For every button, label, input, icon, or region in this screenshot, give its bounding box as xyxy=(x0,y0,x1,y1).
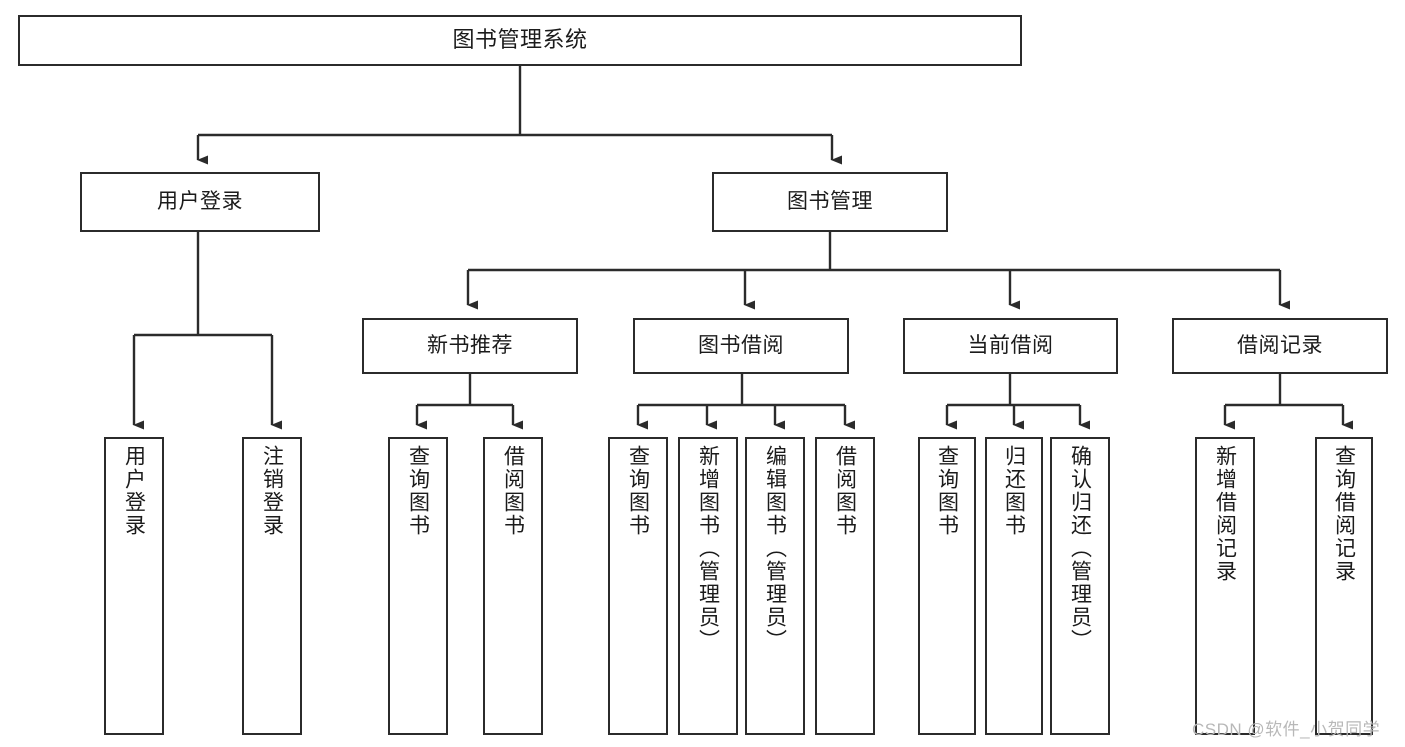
leaf-borrow-query-book[interactable]: 查询图书 xyxy=(608,437,668,735)
node-label: 新增图书（管理员） xyxy=(696,445,720,652)
node-new-book-recommend[interactable]: 新书推荐 xyxy=(362,318,578,374)
node-label: 借阅图书 xyxy=(501,445,525,537)
leaf-borrow-add-book-admin[interactable]: 新增图书（管理员） xyxy=(678,437,738,735)
node-label: 查询图书 xyxy=(406,445,430,537)
node-label: 新书推荐 xyxy=(427,334,513,358)
node-book-management[interactable]: 图书管理 xyxy=(712,172,948,232)
node-label: 借阅记录 xyxy=(1237,334,1323,358)
node-root-system[interactable]: 图书管理系统 xyxy=(18,15,1022,66)
leaf-borrow-borrow-book[interactable]: 借阅图书 xyxy=(815,437,875,735)
node-label: 查询图书 xyxy=(935,445,959,537)
node-label: 编辑图书（管理员） xyxy=(763,445,787,652)
node-label: 图书管理系统 xyxy=(452,27,588,53)
node-label: 确认归还（管理员） xyxy=(1068,445,1092,652)
leaf-borrow-edit-book-admin[interactable]: 编辑图书（管理员） xyxy=(745,437,805,735)
watermark: CSDN @软件_小贺同学 xyxy=(1192,720,1381,739)
node-book-borrow[interactable]: 图书借阅 xyxy=(633,318,849,374)
node-user-login[interactable]: 用户登录 xyxy=(80,172,320,232)
node-current-borrow[interactable]: 当前借阅 xyxy=(903,318,1118,374)
node-label: 归还图书 xyxy=(1002,445,1026,537)
node-label: 注销登录 xyxy=(260,445,284,537)
leaf-record-query-record[interactable]: 查询借阅记录 xyxy=(1315,437,1373,735)
node-label: 图书借阅 xyxy=(698,334,784,358)
leaf-current-query-book[interactable]: 查询图书 xyxy=(918,437,976,735)
node-label: 当前借阅 xyxy=(967,334,1054,358)
node-label: 新增借阅记录 xyxy=(1213,445,1237,583)
node-label: 用户登录 xyxy=(122,445,146,537)
node-label: 用户登录 xyxy=(157,190,243,214)
node-label: 查询图书 xyxy=(626,445,650,537)
node-label: 图书管理 xyxy=(787,190,873,214)
node-label: 借阅图书 xyxy=(833,445,857,537)
leaf-user-logout[interactable]: 注销登录 xyxy=(242,437,302,735)
leaf-current-confirm-return-admin[interactable]: 确认归还（管理员） xyxy=(1050,437,1110,735)
leaf-current-return-book[interactable]: 归还图书 xyxy=(985,437,1043,735)
leaf-record-add-record[interactable]: 新增借阅记录 xyxy=(1195,437,1255,735)
leaf-recommend-query-book[interactable]: 查询图书 xyxy=(388,437,448,735)
node-label: 查询借阅记录 xyxy=(1332,445,1356,583)
leaf-user-login[interactable]: 用户登录 xyxy=(104,437,164,735)
leaf-recommend-borrow-book[interactable]: 借阅图书 xyxy=(483,437,543,735)
node-borrow-record[interactable]: 借阅记录 xyxy=(1172,318,1388,374)
